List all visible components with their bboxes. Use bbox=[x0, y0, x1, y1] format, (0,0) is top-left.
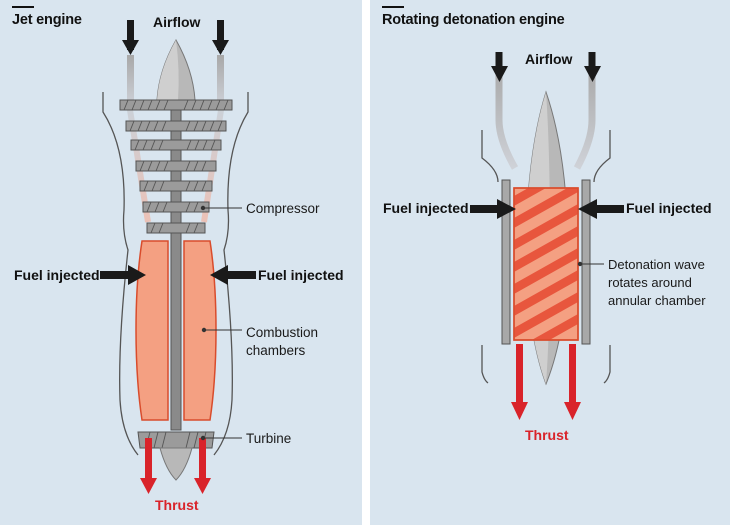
fuel-injected-left-label: Fuel injected bbox=[383, 200, 469, 216]
combustion-chamber-right bbox=[183, 240, 217, 421]
combustion-label-line2: chambers bbox=[246, 343, 306, 358]
compressor-leader-dot bbox=[200, 205, 206, 211]
combustion-label-line1: Combustion bbox=[246, 325, 318, 340]
rde-title: Rotating detonation engine bbox=[382, 12, 565, 28]
tail-cone bbox=[159, 447, 193, 481]
turbine-leader-dot bbox=[200, 435, 206, 441]
fuel-arrow-left bbox=[497, 199, 516, 219]
jet-engine-panel: Jet engine bbox=[0, 0, 362, 525]
thrust-arrow-left bbox=[140, 478, 157, 494]
detonation-label-line3: annular chamber bbox=[608, 293, 706, 308]
turbine-label: Turbine bbox=[246, 431, 291, 446]
outer-wall-left bbox=[501, 179, 511, 345]
thrust-arrow-right bbox=[194, 478, 211, 494]
airflow-arrow-right bbox=[584, 66, 601, 82]
airflow-label: Airflow bbox=[525, 51, 573, 67]
thrust-arrow-right bbox=[564, 402, 581, 420]
airflow-arrow-left bbox=[122, 40, 139, 55]
detonation-label-line2: rotates around bbox=[608, 275, 692, 290]
compressor-label: Compressor bbox=[246, 201, 320, 216]
thrust-arrow-left bbox=[511, 402, 528, 420]
detonation-label-line1: Detonation wave bbox=[608, 257, 705, 272]
compressor-stages bbox=[119, 99, 233, 234]
outer-wall-right bbox=[581, 179, 591, 345]
title-rule bbox=[12, 6, 34, 8]
rde-panel: Rotating detonation engine bbox=[370, 0, 730, 525]
jet-engine-title: Jet engine bbox=[12, 12, 82, 28]
fuel-arrow-right bbox=[210, 265, 228, 285]
rde-diagram: Airflow Fuel injected Fuel injected Deto… bbox=[383, 51, 712, 443]
fuel-injected-left-label: Fuel injected bbox=[14, 267, 100, 283]
thrust-label: Thrust bbox=[525, 427, 569, 443]
fuel-injected-right-label: Fuel injected bbox=[258, 267, 344, 283]
airflow-label: Airflow bbox=[153, 14, 201, 30]
casing-right-line bbox=[213, 92, 249, 456]
airflow-arrow-left bbox=[491, 66, 508, 82]
airflow-arrow-right bbox=[212, 40, 229, 55]
combustion-leader-dot bbox=[201, 327, 207, 333]
title-rule bbox=[382, 6, 404, 8]
jet-engine-diagram: Airflow Compressor Fuel injected Fuel in… bbox=[14, 14, 344, 513]
fuel-injected-right-label: Fuel injected bbox=[626, 200, 712, 216]
thrust-label: Thrust bbox=[155, 497, 199, 513]
fuel-arrow-right bbox=[578, 199, 597, 219]
fuel-arrow-left bbox=[128, 265, 146, 285]
combustion-chamber-left bbox=[135, 240, 169, 421]
casing-left-line bbox=[102, 92, 139, 456]
detonation-leader-dot bbox=[577, 261, 583, 267]
detonation-wave-stripes bbox=[514, 188, 578, 340]
